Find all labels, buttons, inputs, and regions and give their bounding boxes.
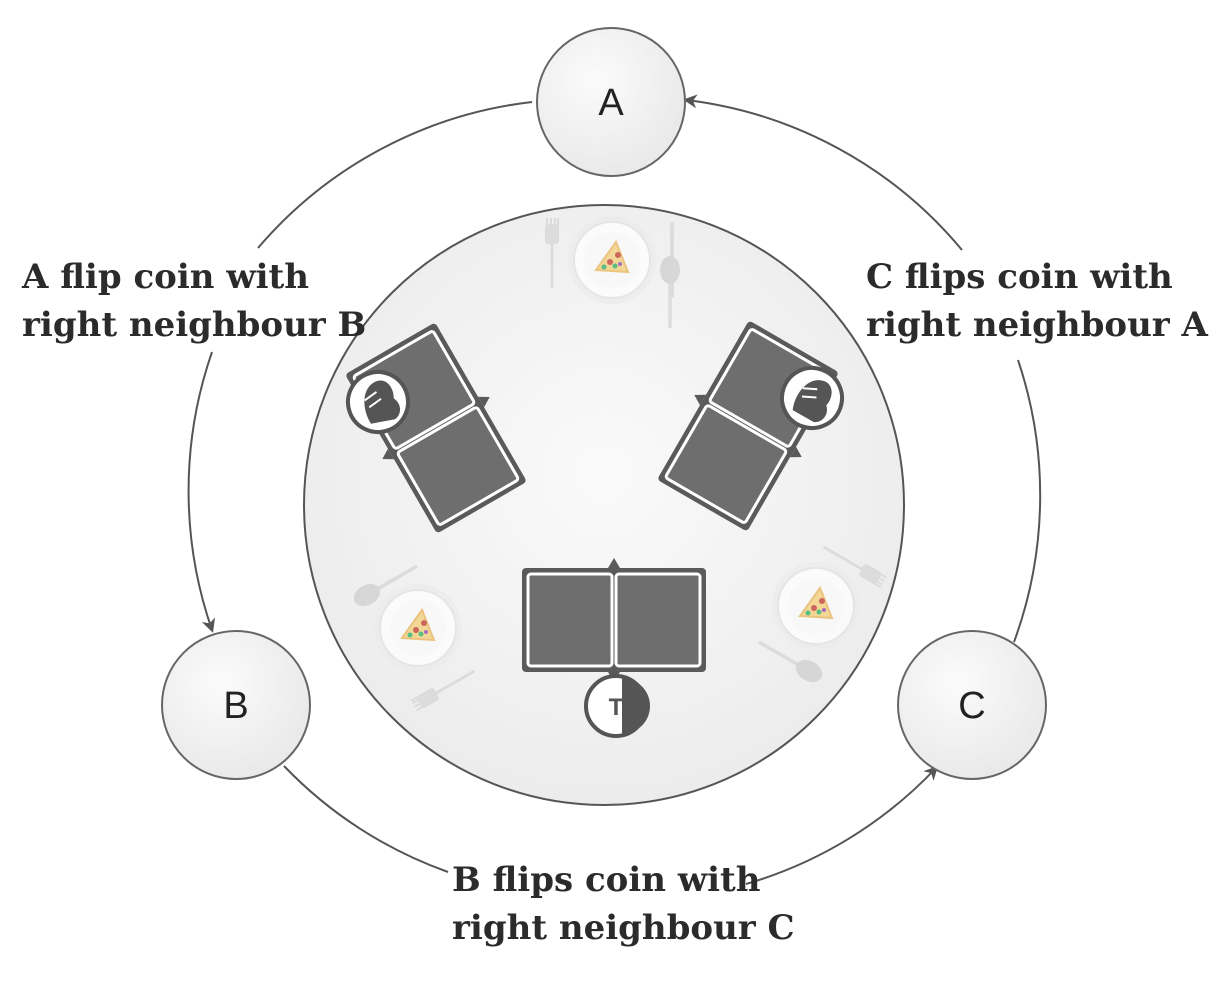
edge-label-a-b: A flip coin with right neighbour B: [22, 253, 366, 349]
pizza-plate-icon: [771, 561, 861, 651]
coin-result: T: [609, 694, 624, 721]
edge-arc-c-to-a: [683, 94, 1042, 643]
edge-label-line: B flips coin with: [452, 860, 761, 900]
edge-label-line: C flips coin with: [866, 257, 1173, 297]
edge-label-line: A flip coin with: [22, 257, 309, 297]
open-menu-icon: [520, 556, 708, 684]
edge-label-line: right neighbour A: [866, 305, 1208, 345]
edge-arc-b-to-c: [283, 765, 939, 885]
node-c-label: C: [958, 685, 985, 727]
edge-arc-a-to-b: [187, 101, 533, 633]
node-a: A: [536, 27, 686, 177]
edge-label-line: right neighbour B: [22, 305, 367, 345]
node-b-label: B: [223, 685, 248, 727]
edge-label-line: right neighbour C: [452, 908, 795, 948]
coin-tails-icon: T: [584, 674, 650, 738]
node-a-label: A: [598, 82, 624, 124]
edge-label-c-a: C flips coin with right neighbour A: [866, 253, 1208, 349]
node-c: C: [897, 630, 1047, 780]
pizza-plate-icon: [373, 583, 463, 673]
pizza-plate-icon: [567, 215, 657, 305]
node-b: B: [161, 630, 311, 780]
edge-label-b-c: B flips coin with right neighbour C: [452, 856, 795, 952]
